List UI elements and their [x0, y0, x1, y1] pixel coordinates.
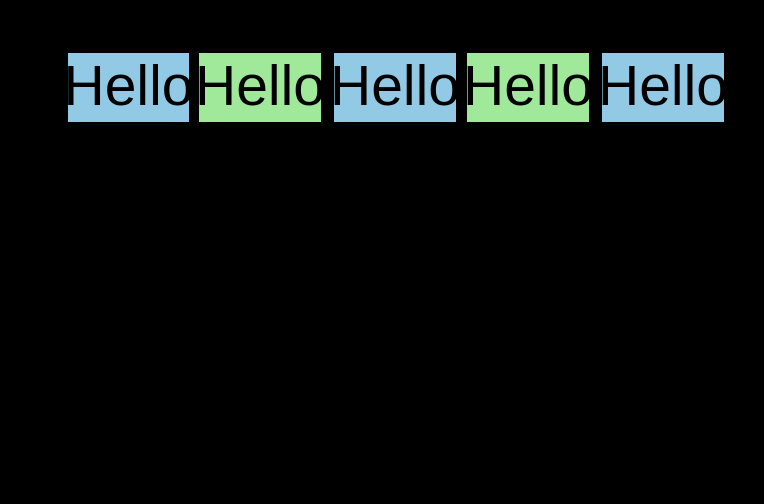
- box-gap: [456, 53, 467, 122]
- hello-text: Hello: [334, 54, 456, 118]
- hello-text: Hello: [467, 54, 589, 118]
- box-gap: [189, 53, 199, 122]
- hello-box: Hello: [68, 53, 189, 122]
- hello-box: Hello: [334, 53, 456, 122]
- hello-box: Hello: [467, 53, 589, 122]
- hello-text: Hello: [68, 54, 189, 118]
- hello-box: Hello: [602, 53, 724, 122]
- hello-box: Hello: [199, 53, 321, 122]
- box-gap: [321, 53, 334, 122]
- hello-text: Hello: [602, 54, 724, 118]
- box-gap: [589, 53, 602, 122]
- hello-text: Hello: [199, 54, 321, 118]
